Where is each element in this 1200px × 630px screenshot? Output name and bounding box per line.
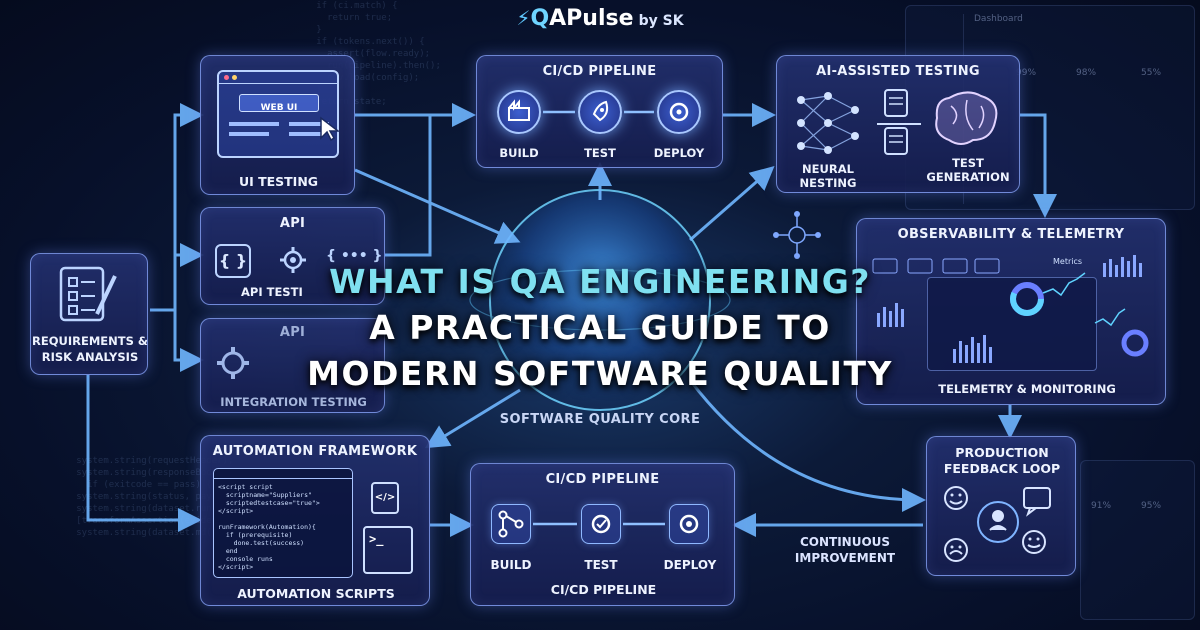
neural-nesting-label: NEURAL xyxy=(802,162,854,176)
build-branch-icon xyxy=(491,504,531,544)
requirements-label-2: RISK ANALYSIS xyxy=(41,350,139,364)
requirements-label: REQUIREMENTS & xyxy=(32,334,148,348)
neural-nesting-label-2: NESTING xyxy=(799,176,857,190)
requirements-panel: REQUIREMENTS & RISK ANALYSIS xyxy=(30,253,148,375)
api-testing-panel: API { } { ••• } API TESTI xyxy=(200,207,385,305)
ui-testing-panel: WEB UI UI TESTING xyxy=(200,55,355,195)
cicd-bottom-title: CI/CD PIPELINE xyxy=(545,472,660,487)
cicd-top-arrows xyxy=(543,110,654,114)
browser-window-icon: WEB UI xyxy=(217,70,339,158)
cicd-top-title: CI/CD PIPELINE xyxy=(542,64,657,79)
gear-icon xyxy=(280,247,306,273)
headline-line-2: A PRACTICAL GUIDE TO xyxy=(369,308,831,347)
deploy-gear-icon xyxy=(657,90,701,134)
bar-chart-icon xyxy=(872,255,1149,363)
headline-line-1: WHAT IS QA ENGINEERING? xyxy=(329,262,871,301)
brand-name: APulse xyxy=(549,6,634,31)
continuous-improvement-label: CONTINUOUS xyxy=(799,535,891,549)
background-dashboard-bottom-right: 91% 95% xyxy=(1080,460,1195,620)
observability-title: OBSERVABILITY & TELEMETRY xyxy=(897,227,1125,242)
cicd-bottom-arrows xyxy=(533,522,665,526)
api-testing-label: API TESTI xyxy=(241,285,303,299)
document-list-icon xyxy=(877,89,921,155)
test-generation-label: TEST xyxy=(952,156,984,170)
integration-testing-panel: API INTEGRATION TESTING xyxy=(200,318,385,413)
software-quality-core-label: SOFTWARE QUALITY CORE xyxy=(499,412,701,427)
brand-by: by SK xyxy=(638,13,684,29)
ai-assisted-testing-panel: AI-ASSISTED TESTING NEURAL NESTING TEST … xyxy=(776,55,1020,193)
cicd-bottom-step-build: BUILD xyxy=(490,558,532,572)
cicd-bottom-step-deploy: DEPLOY xyxy=(663,558,717,572)
api-title: API xyxy=(279,216,306,231)
bg-stat: 98% xyxy=(1076,68,1097,78)
integration-testing-label: INTEGRATION TESTING xyxy=(220,395,367,409)
test-generation-label-2: GENERATION xyxy=(926,170,1010,184)
headline-line-3: MODERN SOFTWARE QUALITY xyxy=(307,354,893,393)
feedback-title-2: FEEDBACK LOOP xyxy=(943,461,1061,476)
cicd-bottom-footer: CI/CD PIPELINE xyxy=(550,582,657,597)
checklist-icon xyxy=(59,266,117,322)
telemetry-monitoring-label: TELEMETRY & MONITORING xyxy=(938,382,1116,396)
feedback-title: PRODUCTION xyxy=(955,445,1049,460)
ai-testing-title: AI-ASSISTED TESTING xyxy=(816,64,980,79)
brand-logo: ⚡QAPulse by SK xyxy=(0,6,1200,31)
automation-title: AUTOMATION FRAMEWORK xyxy=(212,444,418,459)
brand-q: Q xyxy=(530,6,550,31)
feedback-loop-icon xyxy=(944,486,1051,562)
cicd-top-step-build: BUILD xyxy=(499,146,539,160)
code-file-icon: </> xyxy=(371,482,399,514)
web-ui-label: WEB UI xyxy=(260,103,298,113)
braces-icon: { } xyxy=(215,244,251,278)
cursor-icon xyxy=(320,116,341,142)
neural-network-icon xyxy=(797,92,859,154)
automation-scripts-label: AUTOMATION SCRIPTS xyxy=(237,586,395,601)
automation-framework-panel: AUTOMATION FRAMEWORK <script script scri… xyxy=(200,435,430,606)
cicd-top-step-test: TEST xyxy=(584,146,616,160)
deploy-gear-icon xyxy=(669,504,709,544)
integration-title: API xyxy=(279,325,306,340)
observability-panel: OBSERVABILITY & TELEMETRY Metrics TELEME… xyxy=(856,218,1166,405)
network-node-icon xyxy=(773,211,821,259)
gear-icon xyxy=(217,347,249,379)
bg-stat: 55% xyxy=(1141,68,1162,78)
brain-icon xyxy=(935,91,998,145)
code-snippet: <script script scriptname="Suppliers" sc… xyxy=(218,483,320,571)
ui-testing-label: UI TESTING xyxy=(238,174,319,189)
test-gear-icon xyxy=(581,504,621,544)
metrics-chip: Metrics xyxy=(1053,257,1083,266)
cicd-pipeline-top-panel: CI/CD PIPELINE BUILD TEST DEPLOY xyxy=(476,55,723,168)
cicd-top-step-deploy: DEPLOY xyxy=(653,146,705,160)
cicd-bottom-step-test: TEST xyxy=(584,558,618,572)
bg-stat: 99% xyxy=(1016,68,1037,78)
build-icon xyxy=(497,90,541,134)
rocket-icon xyxy=(578,90,622,134)
continuous-improvement-label-2: IMPROVEMENT xyxy=(794,551,896,565)
cicd-pipeline-bottom-panel: CI/CD PIPELINE BUILD TEST DEPLOY CI/CD P… xyxy=(470,463,735,606)
bg-stat: 95% xyxy=(1141,501,1162,511)
production-feedback-panel: PRODUCTION FEEDBACK LOOP xyxy=(926,436,1076,576)
code-editor: <script script scriptname="Suppliers" sc… xyxy=(213,468,353,578)
dots-braces-icon: { ••• } xyxy=(326,248,383,264)
bg-stat: 91% xyxy=(1091,501,1112,511)
terminal-icon: >_ xyxy=(363,526,413,574)
lightning-icon: ⚡ xyxy=(516,6,531,30)
background-dashboard-title: Dashboard xyxy=(974,14,1023,24)
